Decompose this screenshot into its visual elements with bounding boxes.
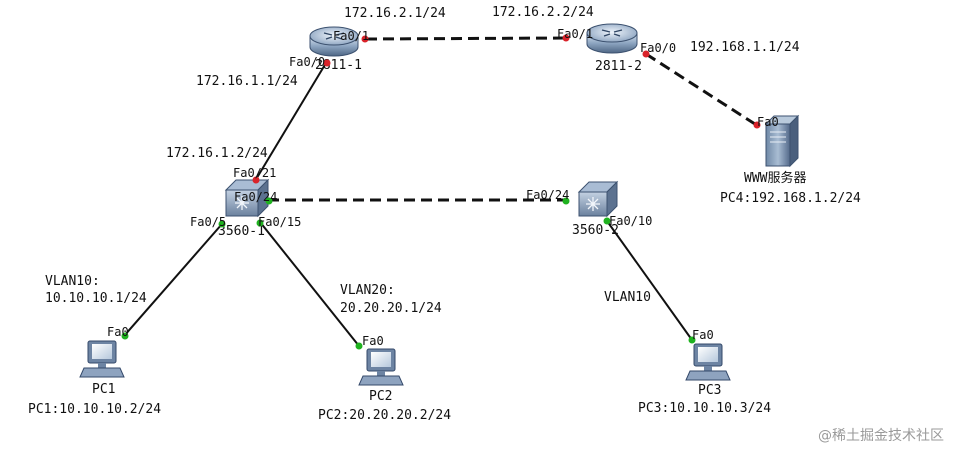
router-name-label: 2811-2 bbox=[595, 59, 642, 74]
switch-name-label: 3560-2 bbox=[572, 223, 619, 238]
port-status-up-dot bbox=[688, 336, 696, 344]
port-label: Fa0/0 bbox=[640, 41, 676, 55]
pc1[interactable]: PC1 PC1:10.10.10.2/24 bbox=[28, 340, 161, 417]
link-sw1-pc2[interactable] bbox=[259, 221, 360, 347]
link-r1-r2[interactable] bbox=[365, 36, 567, 41]
pc2[interactable]: PC2 PC2:20.20.20.2/24 bbox=[318, 348, 451, 423]
port-label: Fa0/24 bbox=[234, 190, 277, 204]
switch-3560-1[interactable]: 3560-1 bbox=[218, 178, 270, 239]
link-sw1-pc1[interactable] bbox=[123, 223, 223, 337]
server-icon bbox=[764, 114, 800, 168]
port-status-down-dot bbox=[361, 35, 369, 43]
port-status-up-dot bbox=[121, 332, 129, 340]
port-label: Fa0 bbox=[692, 328, 714, 342]
port-labels: Fa0/1 Fa0/0 Fa0/1 Fa0/0 Fa0/21 Fa0/24 Fa… bbox=[107, 27, 779, 348]
server-info-label: PC4:192.168.1.2/24 bbox=[720, 191, 861, 206]
port-label: Fa0 bbox=[107, 325, 129, 339]
port-status-down-dot bbox=[642, 50, 650, 58]
port-status-down-dot bbox=[323, 59, 331, 67]
pc-name-label: PC1 bbox=[92, 382, 115, 397]
pc-info-label: PC2:20.20.20.2/24 bbox=[318, 408, 451, 423]
server-name-label: WWW服务器 bbox=[744, 170, 806, 186]
pc-info-label: PC1:10.10.10.2/24 bbox=[28, 402, 161, 417]
vlan-label: VLAN20: bbox=[340, 283, 395, 298]
ip-label: 172.16.1.2/24 bbox=[166, 146, 268, 161]
watermark: @稀土掘金技术社区 bbox=[818, 428, 944, 444]
port-status-down-dot bbox=[252, 176, 260, 184]
port-label: Fa0 bbox=[362, 334, 384, 348]
router-2811-2[interactable]: 2811-2 bbox=[586, 23, 642, 74]
multilayer-switch-icon bbox=[577, 180, 619, 218]
port-status-up-dot bbox=[256, 219, 264, 227]
pc-name-label: PC2 bbox=[369, 389, 392, 404]
port-label: Fa0/5 bbox=[190, 215, 226, 229]
router-icon bbox=[586, 23, 638, 54]
switch-name-label: 3560-1 bbox=[218, 224, 265, 239]
port-label: Fa0/10 bbox=[609, 214, 652, 228]
ip-label: 172.16.2.2/24 bbox=[492, 5, 594, 20]
port-label: Fa0/21 bbox=[233, 166, 276, 180]
port-status-up-dot bbox=[562, 197, 570, 205]
port-status-down-dot bbox=[753, 121, 761, 129]
links bbox=[123, 36, 759, 347]
link-r2-server[interactable] bbox=[645, 52, 759, 128]
vlan-ip-label: 10.10.10.1/24 bbox=[45, 291, 147, 306]
port-label: Fa0/24 bbox=[526, 188, 569, 202]
switch-3560-2[interactable]: 3560-2 bbox=[572, 180, 619, 238]
pc3[interactable]: PC3 PC3:10.10.10.3/24 bbox=[638, 343, 771, 416]
pc-icon bbox=[685, 343, 731, 381]
vlan-label: VLAN10: bbox=[45, 274, 100, 289]
pc-icon bbox=[358, 348, 404, 386]
server-www[interactable]: WWW服务器 PC4:192.168.1.2/24 bbox=[720, 114, 861, 206]
port-status-down-dot bbox=[562, 34, 570, 42]
link-sw2-pc3[interactable] bbox=[606, 220, 693, 341]
ip-label: 172.16.1.1/24 bbox=[196, 74, 298, 89]
port-label: Fa0/1 bbox=[557, 27, 593, 41]
link-r1-sw1[interactable] bbox=[254, 62, 327, 182]
port-status-up-dot bbox=[218, 220, 226, 228]
port-status-up-dot bbox=[355, 342, 363, 350]
vlan-label: VLAN10 bbox=[604, 290, 651, 305]
ip-label: 192.168.1.1/24 bbox=[690, 40, 800, 55]
ip-annotations: 172.16.2.1/24 172.16.2.2/24 192.168.1.1/… bbox=[45, 5, 800, 316]
router-icon bbox=[309, 26, 359, 57]
port-status-up-dot bbox=[603, 217, 611, 225]
port-label: Fa0/15 bbox=[258, 215, 301, 229]
port-status-up-dot bbox=[265, 197, 273, 205]
multilayer-switch-icon bbox=[224, 178, 270, 218]
port-label: Fa0 bbox=[757, 115, 779, 129]
port-label: Fa0/0 bbox=[289, 55, 325, 69]
ip-label: 172.16.2.1/24 bbox=[344, 6, 446, 21]
port-label: Fa0/1 bbox=[333, 29, 369, 43]
pc-icon bbox=[79, 340, 125, 378]
pc-name-label: PC3 bbox=[698, 383, 721, 398]
port-status-dots bbox=[121, 34, 761, 350]
pc-info-label: PC3:10.10.10.3/24 bbox=[638, 401, 771, 416]
vlan-ip-label: 20.20.20.1/24 bbox=[340, 301, 442, 316]
